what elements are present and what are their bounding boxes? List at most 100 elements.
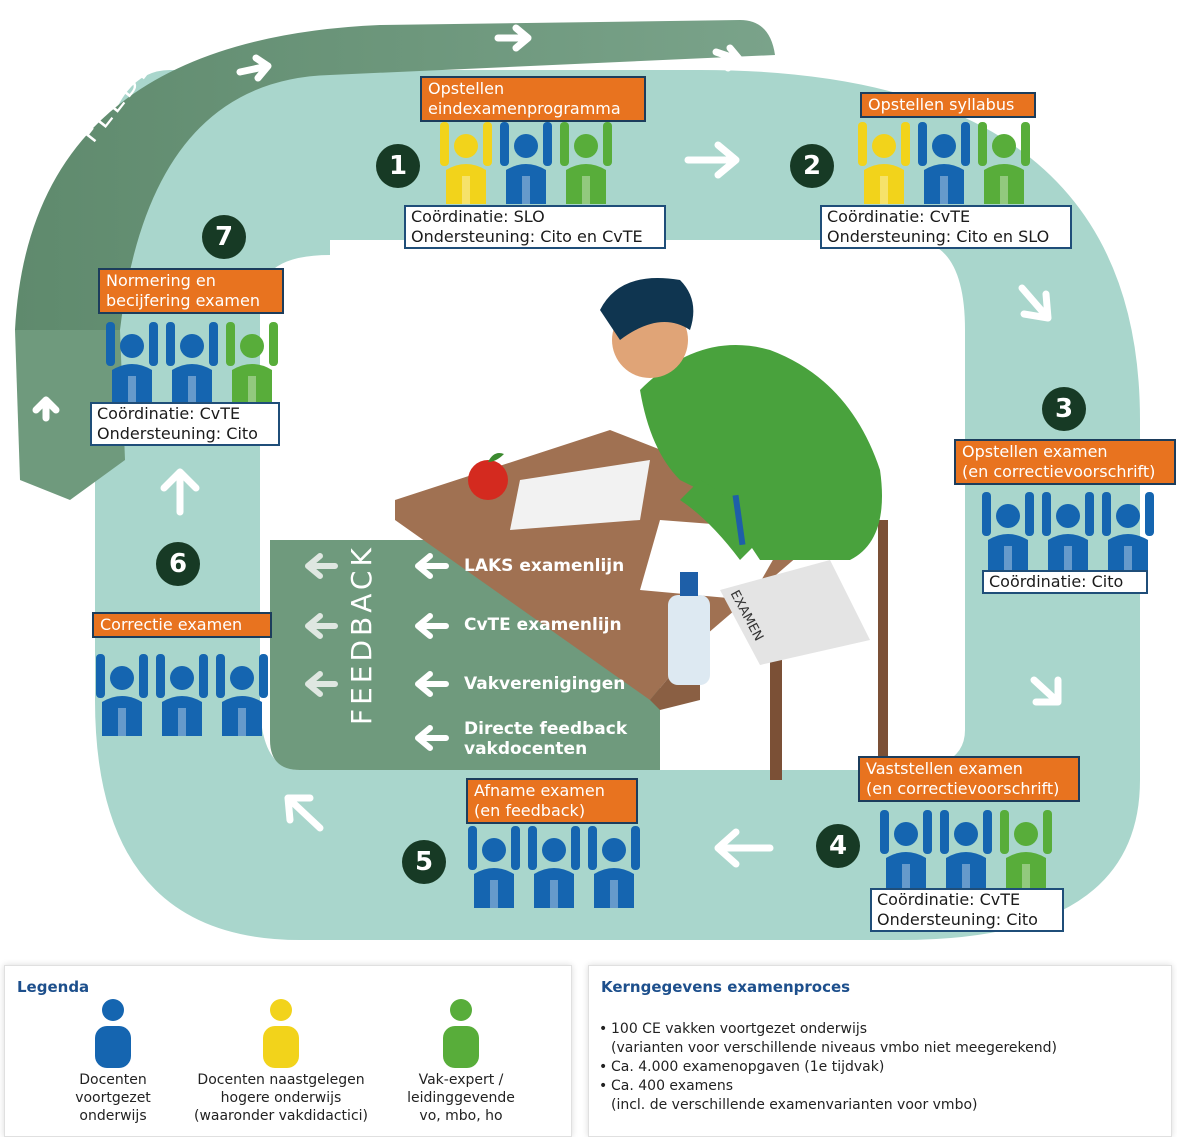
- student-body: [640, 345, 882, 560]
- step-2-number: 2: [790, 144, 834, 188]
- student-hair: [600, 278, 694, 340]
- kerngegevens-item: Ca. 400 examens (incl. de verschillende …: [599, 1077, 1159, 1115]
- fb-out-arrow-2: [305, 613, 338, 639]
- person-blue-icon: [106, 322, 158, 404]
- person-blue-icon: [528, 826, 580, 908]
- person-blue-icon: [940, 810, 992, 892]
- person-blue-icon: [588, 826, 640, 908]
- person-blue-icon: [982, 492, 1034, 574]
- step-1-number: 1: [376, 144, 420, 188]
- step-4-number: 4: [816, 824, 860, 868]
- person-blue-icon: [1102, 492, 1154, 574]
- person-blue-icon: [156, 654, 208, 736]
- step-3-title: Opstellen examen (en correctievoorschrif…: [954, 439, 1176, 485]
- person-blue-icon: [500, 122, 552, 204]
- arrow-6-7: [160, 468, 200, 516]
- kerngegevens-list: 100 CE vakken voortgezet onderwijs (vari…: [599, 1020, 1159, 1115]
- pen: [732, 494, 746, 546]
- legend-label-yellow: Docenten naastgelegen hogere onderwijs (…: [193, 1072, 368, 1124]
- fb-in-arrow-2: [415, 613, 449, 639]
- person-blue-icon: [1042, 492, 1094, 574]
- outer-feedback-arc: [15, 20, 775, 330]
- kerngegevens-item-sub: (varianten voor verschillende niveaus vm…: [611, 1040, 1057, 1056]
- step-7-title: Normering en becijfering examen: [98, 268, 284, 314]
- fb-out-arrow-1: [305, 553, 338, 579]
- feedback-channel-laks: LAKS examenlijn: [464, 556, 625, 576]
- legend-panel: Legenda Docenten voortgezet onderwijs Do…: [4, 965, 572, 1137]
- person-blue-icon: [918, 122, 970, 204]
- arrow-outer-2: [494, 24, 532, 52]
- water-bottle-cap: [680, 572, 698, 596]
- person-blue-icon: [96, 654, 148, 736]
- kerngegevens-item: 100 CE vakken voortgezet onderwijs (vari…: [599, 1020, 1159, 1058]
- arrow-7-1: [32, 396, 60, 422]
- kerngegevens-panel: Kerngegevens examenproces 100 CE vakken …: [588, 965, 1172, 1137]
- person-green-icon: [560, 122, 612, 204]
- arrow-3-4: [1030, 676, 1062, 706]
- flow-arrows: [32, 24, 1062, 868]
- feedback-channel-vakdocenten: Directe feedback vakdocenten: [464, 719, 628, 759]
- step-6-title: Correctie examen: [92, 612, 272, 638]
- outer-feedback-left-band: [15, 330, 125, 500]
- step-4-info: Coördinatie: CvTE Ondersteuning: Cito: [870, 888, 1064, 932]
- step-2-info: Coördinatie: CvTE Ondersteuning: Cito en…: [820, 205, 1072, 249]
- step-7-people: [104, 318, 294, 412]
- step-4-title: Vaststellen examen (en correctievoorschr…: [858, 756, 1080, 802]
- legend-person-blue-icon: [95, 999, 131, 1068]
- kerngegevens-title: Kerngegevens examenproces: [601, 978, 851, 996]
- person-yellow-icon: [440, 122, 492, 204]
- feedback-channel-cvte: CvTE examenlijn: [464, 615, 622, 635]
- arrow-outer-1: [236, 54, 272, 82]
- water-bottle: [668, 595, 710, 685]
- step-2-title: Opstellen syllabus: [860, 92, 1036, 118]
- step-6-number: 6: [156, 542, 200, 586]
- kerngegevens-item-main: 100 CE vakken voortgezet onderwijs: [611, 1021, 868, 1037]
- person-green-icon: [226, 322, 278, 404]
- step-6-people: [94, 650, 284, 744]
- kerngegevens-item-sub: (incl. de verschillende examenvarianten …: [611, 1097, 978, 1113]
- arrow-2-3: [1018, 284, 1052, 322]
- process-track: [95, 70, 1140, 940]
- step-2-people: [856, 118, 1046, 212]
- kerngegevens-item-main: Ca. 4.000 examenopgaven (1e tijdvak): [611, 1059, 885, 1075]
- legend-label-green: Vak-expert / leidinggevende vo, mbo, ho: [407, 1072, 515, 1124]
- inner-feedback-label: FEEDBACK: [345, 544, 378, 725]
- legend-person-green-icon: [443, 999, 479, 1068]
- fb-out-arrow-3: [305, 671, 338, 697]
- step-3-people: [980, 488, 1170, 582]
- step-7-info: Coördinatie: CvTE Ondersteuning: Cito: [90, 402, 280, 446]
- legend-person-yellow-icon: [263, 999, 299, 1068]
- step-5-title: Afname examen (en feedback): [466, 778, 638, 824]
- step-3-number: 3: [1042, 387, 1086, 431]
- person-green-icon: [978, 122, 1030, 204]
- person-blue-icon: [880, 810, 932, 892]
- arrow-5-6: [284, 794, 324, 832]
- arrow-outer-3: [712, 44, 744, 72]
- person-blue-icon: [468, 826, 520, 908]
- process-track-artwork: [15, 20, 1140, 940]
- fb-in-arrow-1: [415, 553, 449, 579]
- fb-in-arrow-4: [415, 725, 449, 751]
- legend-title: Legenda: [17, 978, 90, 996]
- apple: [468, 460, 508, 500]
- step-4-people: [878, 806, 1068, 900]
- step-1-title: Opstellen eindexamenprogramma: [420, 76, 646, 122]
- paper-sheet: [510, 460, 650, 530]
- person-blue-icon: [216, 654, 268, 736]
- step-1-info: Coördinatie: SLO Ondersteuning: Cito en …: [404, 205, 666, 249]
- step-3-info: Coördinatie: Cito: [982, 570, 1148, 594]
- kerngegevens-item: Ca. 4.000 examenopgaven (1e tijdvak): [599, 1058, 1159, 1077]
- person-yellow-icon: [858, 122, 910, 204]
- feedback-channel-vakverenigingen: Vakverenigingen: [464, 674, 626, 694]
- step-1-people: [438, 118, 628, 212]
- kerngegevens-item-main: Ca. 400 examens: [611, 1078, 734, 1094]
- person-green-icon: [1000, 810, 1052, 892]
- fb-in-arrow-3: [415, 671, 449, 697]
- arrow-4-5: [714, 828, 774, 868]
- step-5-people: [466, 822, 656, 916]
- arrow-1-2: [684, 141, 740, 179]
- apple-leaf: [488, 453, 504, 462]
- legend-label-blue: Docenten voortgezet onderwijs: [75, 1072, 151, 1124]
- step-7-number: 7: [202, 215, 246, 259]
